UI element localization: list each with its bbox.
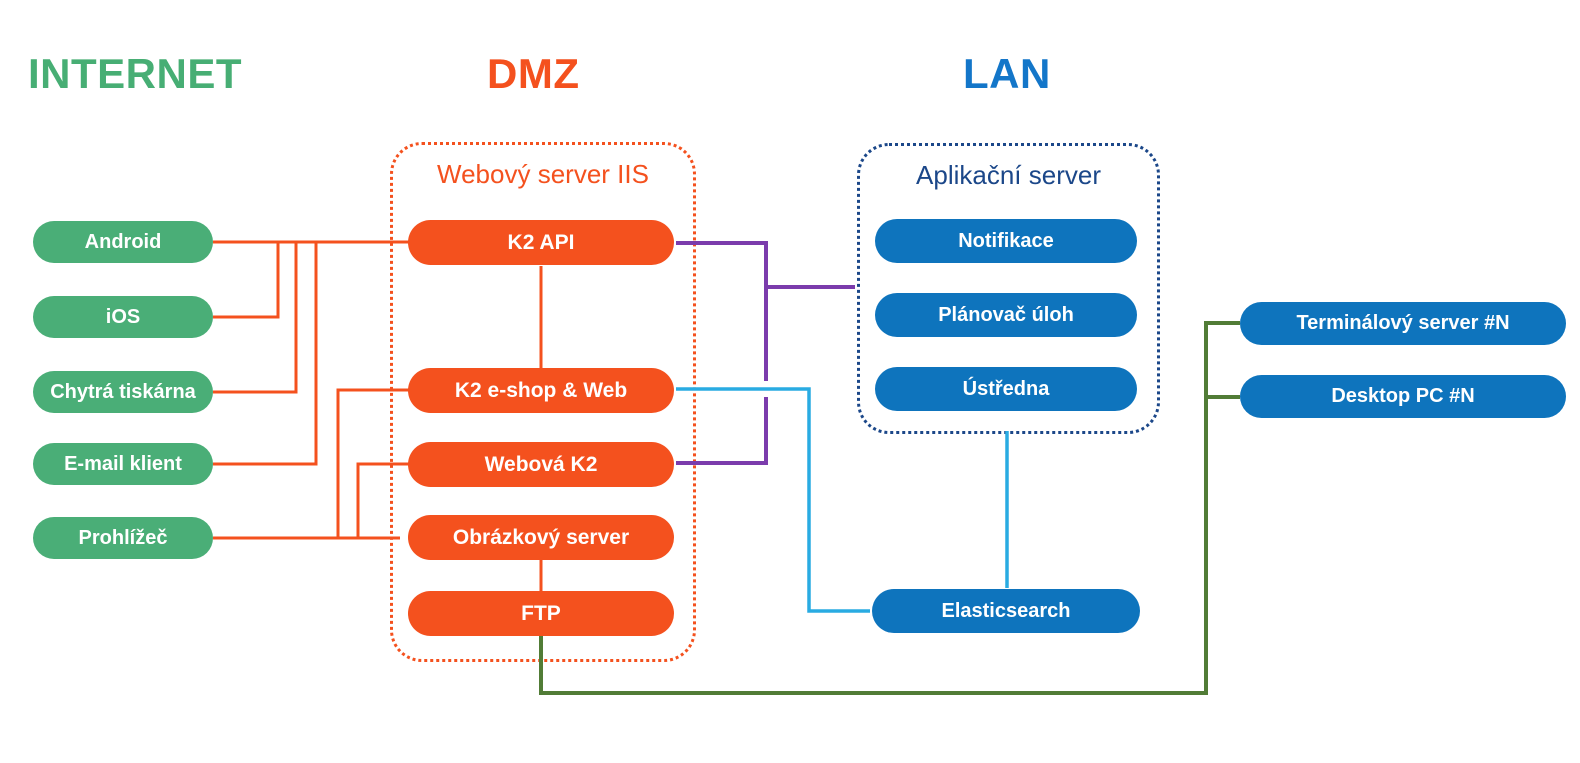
link-k2api-appserver-upper — [676, 241, 768, 381]
node-email-client: E-mail klient — [33, 443, 213, 485]
link-webova-k2-appserver-lower — [676, 397, 768, 465]
node-ustredna: Ústředna — [875, 367, 1137, 411]
node-k2-api: K2 API — [408, 220, 674, 265]
zone-header-internet: INTERNET — [28, 50, 242, 97]
link-browser-webova-k2 — [356, 462, 410, 538]
link-printer-k2api — [213, 242, 298, 394]
node-terminal-server: Terminálový server #N — [1240, 302, 1566, 345]
web-server-iis-title: Webový server IIS — [437, 159, 649, 189]
node-k2-eshop-web: K2 e-shop & Web — [408, 368, 674, 413]
node-smart-printer: Chytrá tiskárna — [33, 371, 213, 413]
zone-header-lan: LAN — [963, 50, 1051, 97]
link-browser-eshop — [336, 388, 410, 538]
link-ios-k2api — [213, 242, 280, 319]
zone-header-dmz: DMZ — [487, 50, 580, 97]
link-email-k2api — [213, 242, 318, 466]
link-eshop-elasticsearch — [676, 387, 870, 613]
node-ftp: FTP — [408, 591, 674, 636]
node-notifications: Notifikace — [875, 219, 1137, 263]
node-android: Android — [33, 221, 213, 263]
node-desktop-pc: Desktop PC #N — [1240, 375, 1566, 418]
node-task-scheduler: Plánovač úloh — [875, 293, 1137, 337]
application-server-group: Aplikační server — [857, 143, 1160, 434]
node-image-server: Obrázkový server — [408, 515, 674, 560]
node-ios: iOS — [33, 296, 213, 338]
link-ftp-terminal-server — [539, 321, 1240, 695]
node-browser: Prohlížeč — [33, 517, 213, 559]
node-elasticsearch: Elasticsearch — [872, 589, 1140, 633]
node-webova-k2: Webová K2 — [408, 442, 674, 487]
application-server-title: Aplikační server — [916, 160, 1101, 190]
